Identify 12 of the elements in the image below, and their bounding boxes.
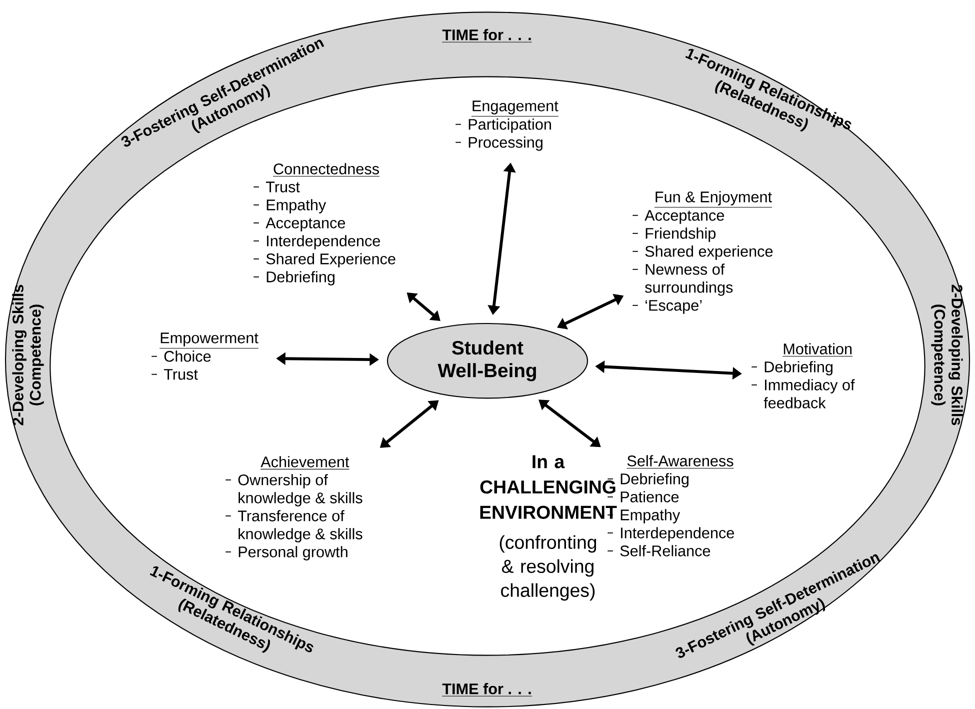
topic-list: Motivation Debriefing Immediacy of feedback: [751, 343, 855, 408]
ring-label: 2-Developing Skills (Competence): [12, 284, 44, 426]
topic-list: Connectedness Trust Empathy Acceptance Interdependence Shared Experience Debriefing: [253, 163, 396, 286]
topic-list: Engagement Participation Processing: [455, 100, 559, 151]
ring-label: TIME for . . .: [442, 29, 532, 42]
ring-label: TIME for . . .: [442, 683, 532, 696]
topic-list: Empowerment Choice Trust: [151, 332, 259, 380]
topic-list: Fun & Enjoyment Acceptance Friendship Shared experience Newness of surroundings ‘Escape’: [632, 191, 773, 314]
ring-label: 2-Developing Skills (Competence): [931, 284, 963, 426]
topic-list: Achievement Ownership of knowledge & skills Transference of knowledge & skills Personal growth: [225, 456, 362, 560]
environment-note: In a CHALLENGING ENVIRONMENT: [480, 455, 617, 519]
environment-note: (confronting & resolving challenges): [500, 535, 596, 601]
